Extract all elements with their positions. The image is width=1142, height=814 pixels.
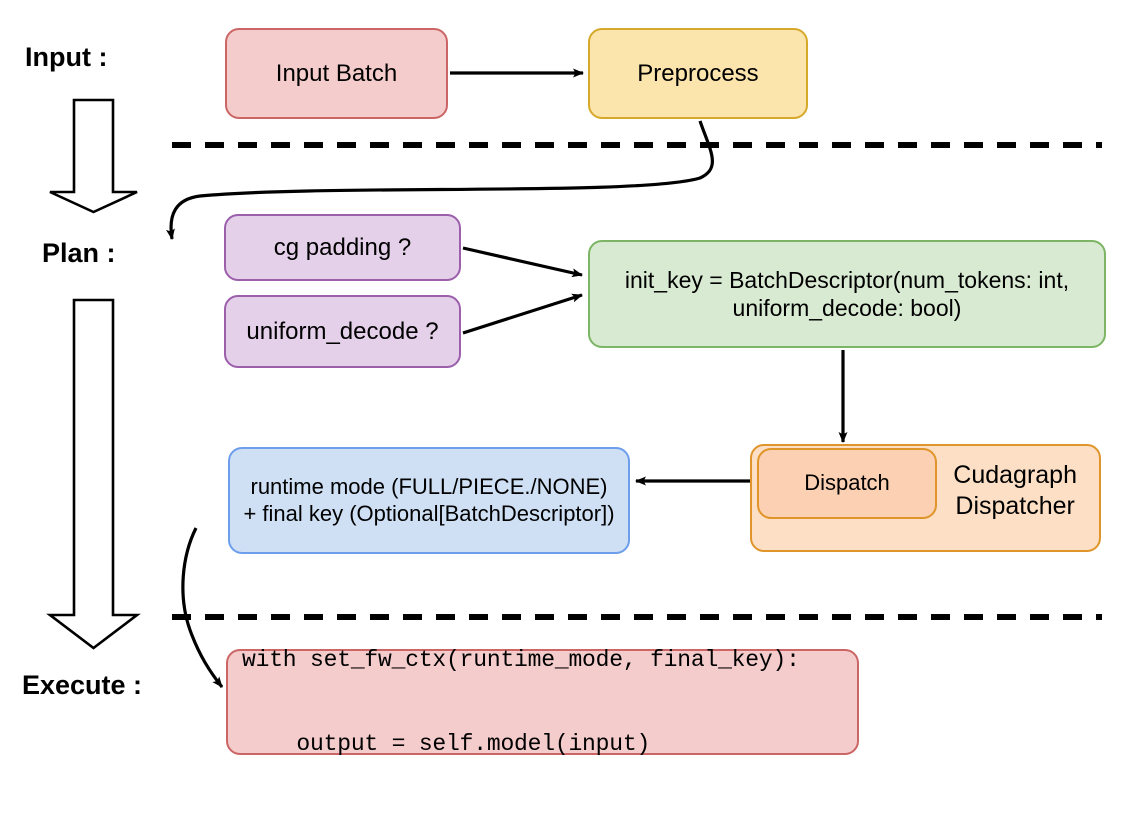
stage-label-execute: Execute : bbox=[22, 670, 143, 700]
runtime-mode-to-code-block bbox=[181, 527, 224, 688]
input-to-plan-arrow bbox=[49, 98, 138, 214]
diagram-canvas: Input : Plan : Execute : Input Batch Pre… bbox=[22, 28, 1106, 758]
node-preprocess-label: Preprocess bbox=[637, 59, 759, 87]
node-init-key-line1: init_key = BatchDescriptor(num_tokens: i… bbox=[624, 266, 1070, 293]
node-uniform-decode[interactable]: uniform_decode ? bbox=[224, 295, 461, 368]
node-cudagraph-dispatcher-line1: Cudagraph bbox=[953, 461, 1077, 489]
node-dispatch-label: Dispatch bbox=[804, 470, 890, 496]
node-input-batch-label: Input Batch bbox=[275, 59, 398, 87]
stage-label-input: Input : bbox=[25, 42, 108, 72]
node-runtime-mode[interactable]: runtime mode (FULL/PIECE./NONE) + final … bbox=[228, 447, 630, 554]
node-uniform-decode-label: uniform_decode ? bbox=[246, 317, 439, 345]
node-cg-padding[interactable]: cg padding ? bbox=[224, 214, 461, 281]
uniform-decode-to-init-key bbox=[462, 293, 583, 335]
node-cg-padding-label: cg padding ? bbox=[273, 233, 412, 261]
node-input-batch[interactable]: Input Batch bbox=[225, 28, 448, 119]
node-init-key-line2: uniform_decode: bool) bbox=[732, 295, 962, 321]
node-preprocess[interactable]: Preprocess bbox=[588, 28, 808, 119]
stage-label-plan: Plan : bbox=[42, 238, 116, 268]
node-cudagraph-dispatcher-line2: Dispatcher bbox=[955, 491, 1075, 520]
node-runtime-mode-line2: + final key (Optional[BatchDescriptor]) bbox=[243, 500, 615, 526]
plan-to-execute-arrow bbox=[46, 298, 141, 650]
node-code-block[interactable]: with set_fw_ctx(runtime_mode, final_key)… bbox=[226, 646, 859, 758]
node-code-block-line2: output = self.model(input) bbox=[242, 731, 651, 758]
node-dispatch[interactable]: Dispatch bbox=[757, 448, 937, 519]
node-init-key[interactable]: init_key = BatchDescriptor(num_tokens: i… bbox=[588, 240, 1106, 348]
node-runtime-mode-line1: runtime mode (FULL/PIECE./NONE) bbox=[250, 473, 608, 499]
node-code-block-line1: with set_fw_ctx(runtime_mode, final_key)… bbox=[242, 646, 800, 673]
cg-padding-to-init-key bbox=[462, 246, 583, 278]
